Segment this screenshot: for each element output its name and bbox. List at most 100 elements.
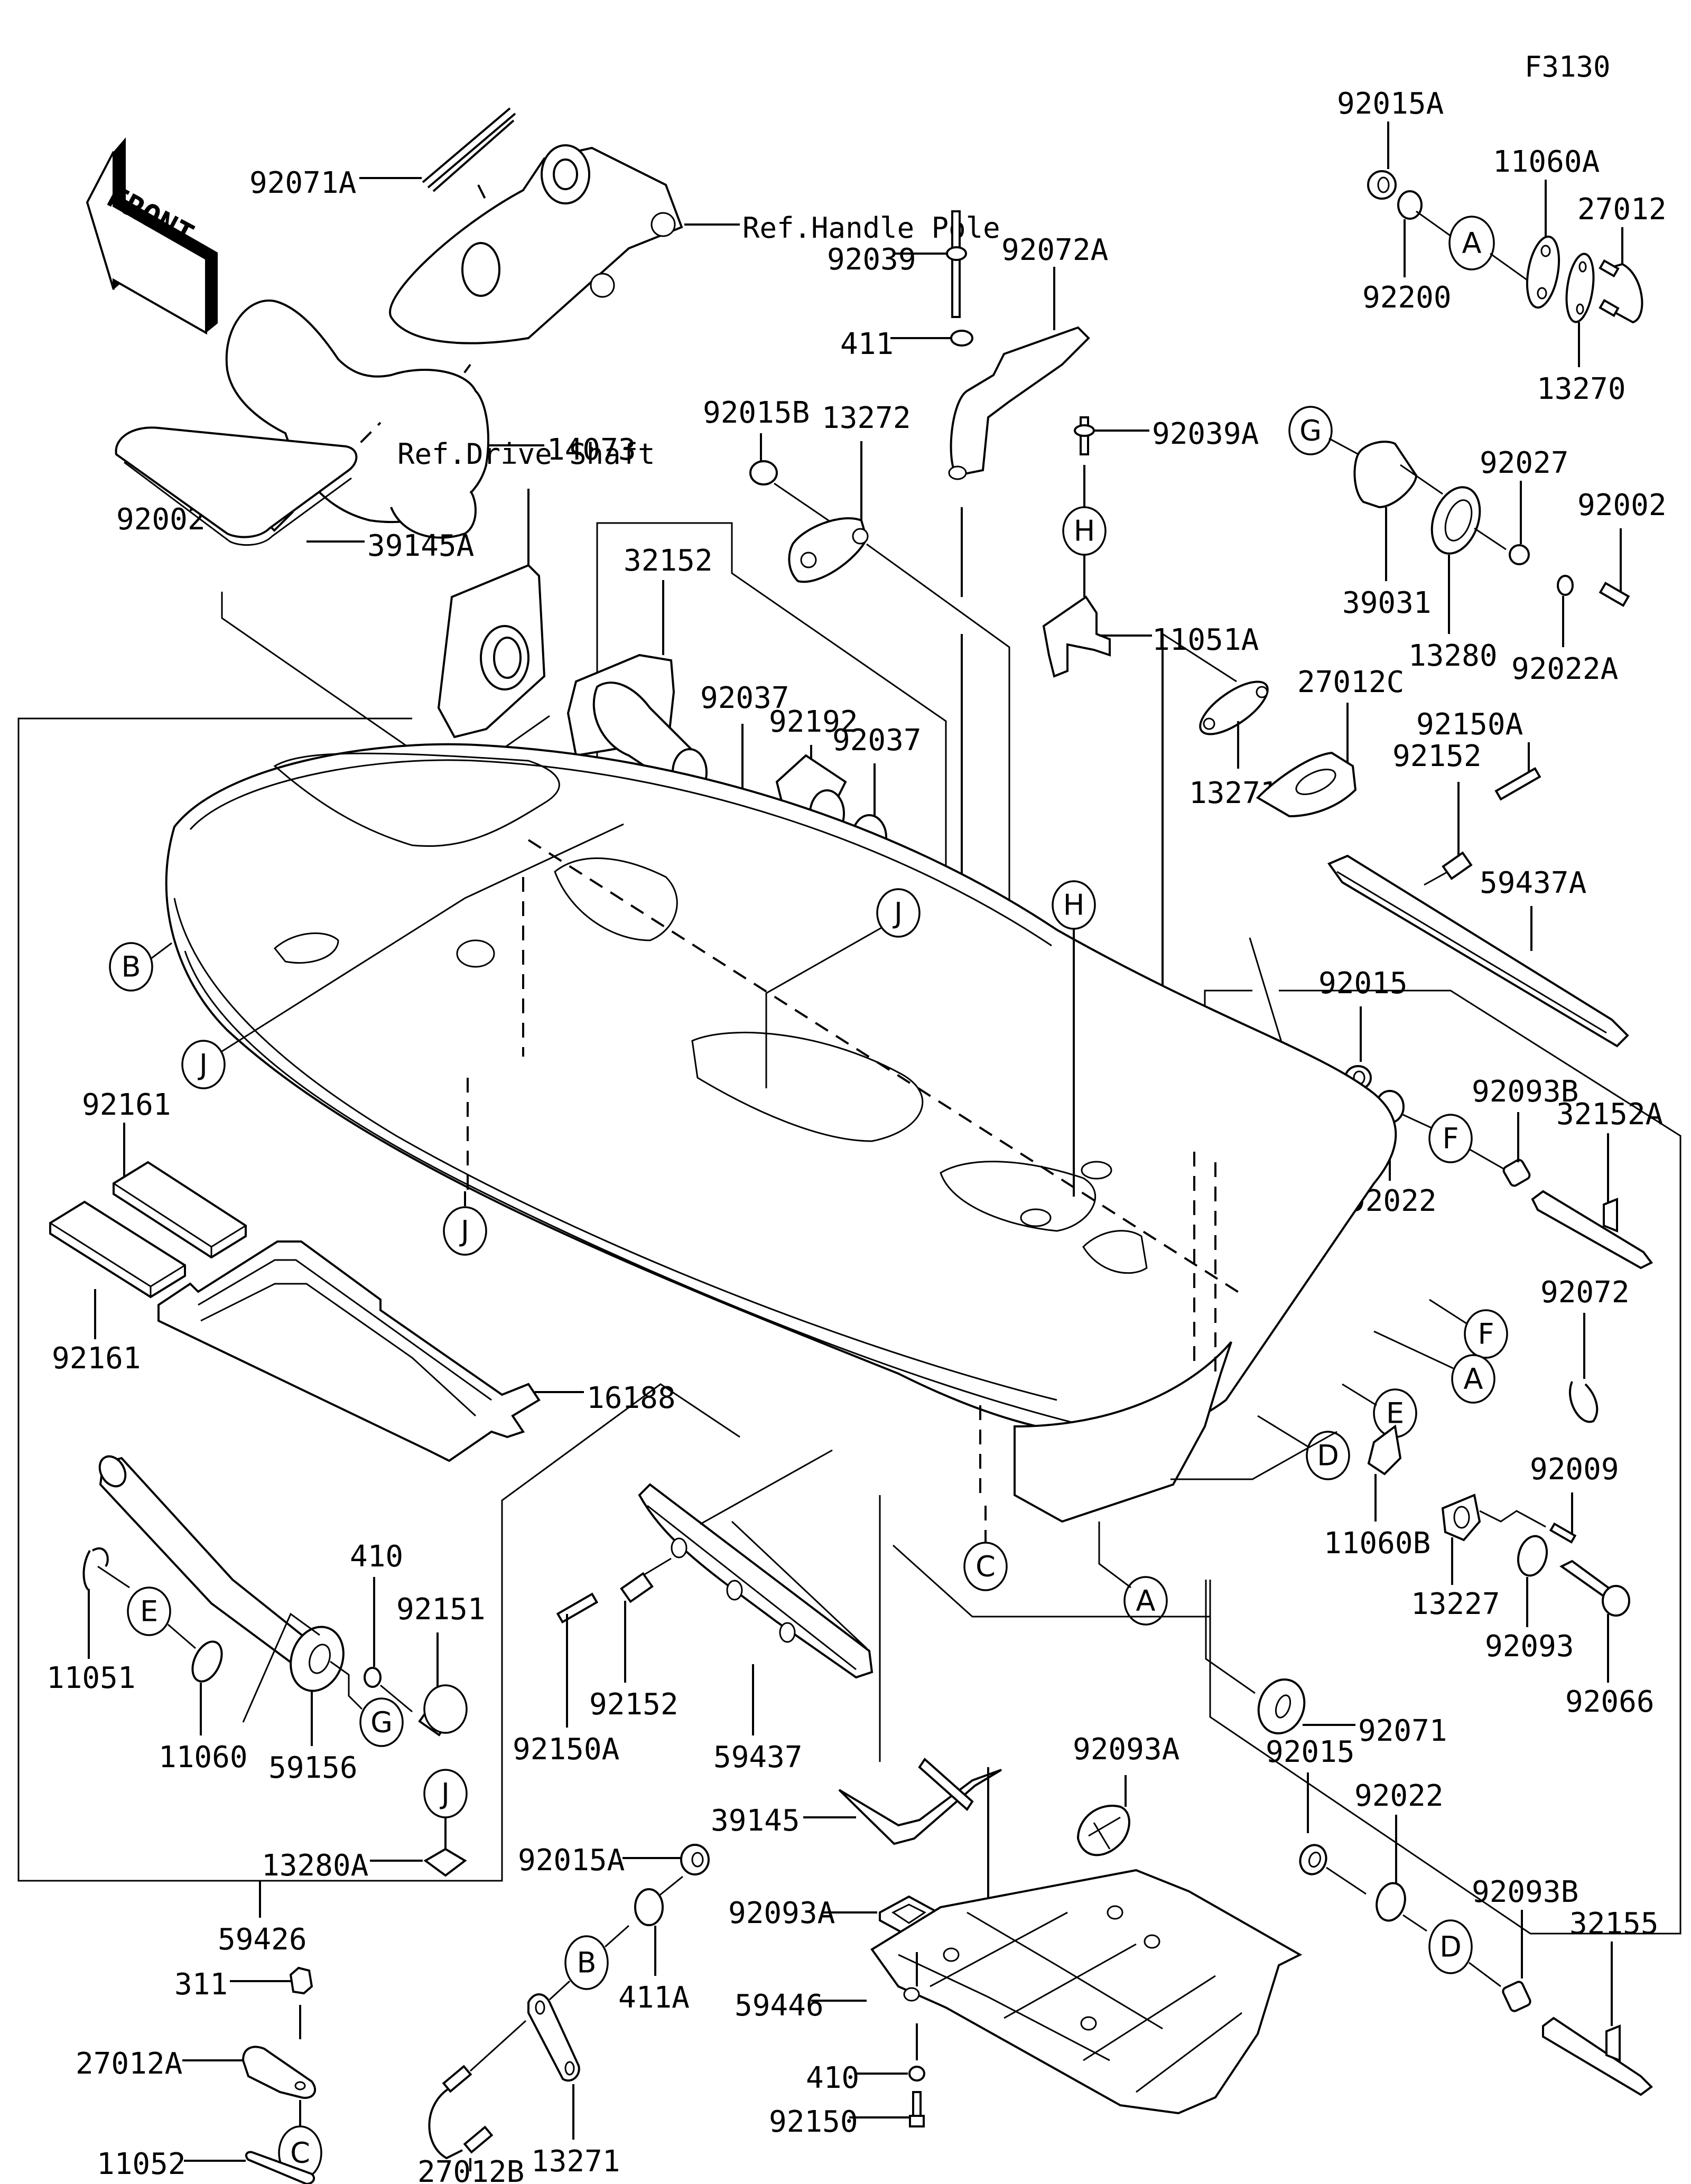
part-311-nut-icon [289, 1966, 313, 1995]
label-411A: 411A [618, 1981, 690, 2015]
label-92002-right: 92002 [1577, 488, 1667, 522]
label-92015-bottom: 92015 [1266, 1735, 1355, 1769]
callout-J-hull-mid: J [876, 888, 921, 938]
label-59437: 59437 [713, 1740, 803, 1775]
part-11060A-gasket-icon [1526, 235, 1560, 309]
label-92152-mid: 92152 [589, 1687, 679, 1722]
part-92071A-icon [422, 107, 516, 192]
label-92093B-bottom: 92093B [1472, 1875, 1578, 1909]
label-32152A: 32152A [1556, 1097, 1663, 1132]
label-311: 311 [174, 1967, 228, 2002]
part-13272-plate-icon [788, 517, 869, 583]
label-14073: 14073 [547, 433, 636, 467]
label-11051: 11051 [47, 1661, 136, 1695]
part-92066-bolt-icon [1559, 1560, 1630, 1617]
part-92093B-grommet-mid-icon [1502, 1159, 1531, 1187]
part-59446-skid-plate-icon [870, 1869, 1303, 2115]
callout-G-left: G [359, 1697, 404, 1747]
part-92093B-grommet-bottom-icon [1502, 1981, 1531, 2012]
label-59437A: 59437A [1480, 866, 1586, 900]
part-13280-ring-icon [1430, 486, 1481, 555]
part-11051A-bracket-icon [1042, 595, 1111, 678]
label-92150A-mid: 92150A [513, 1732, 619, 1767]
part-92200-washer-icon [1397, 190, 1423, 220]
part-13271A-plate-icon [1199, 680, 1269, 735]
label-92093: 92093 [1485, 1629, 1574, 1664]
callout-F-mid: F [1428, 1114, 1473, 1163]
part-11060-oring-icon [191, 1640, 223, 1683]
label-92150: 92150 [769, 2105, 858, 2139]
svg-text:J: J [440, 1777, 450, 1810]
part-92015A-nut-bottom-icon [680, 1844, 710, 1875]
part-92039-bolt-icon [946, 210, 967, 318]
part-92093A-grommet-b-icon [1076, 1805, 1130, 1856]
label-410-left: 410 [350, 1539, 403, 1574]
label-32155: 32155 [1569, 1907, 1659, 1941]
part-39031-cap-icon [1353, 441, 1418, 509]
label-13280: 13280 [1408, 639, 1498, 673]
part-13271-strap-icon [527, 1993, 580, 2082]
part-411-washer-icon [950, 330, 973, 347]
part-92150-bolt-icon [909, 2091, 925, 2127]
label-59156: 59156 [268, 1751, 358, 1785]
callout-J-bottom: J [423, 1769, 468, 1818]
part-410-washer-bottom-icon [908, 2066, 925, 2082]
label-27012C: 27012C [1297, 665, 1404, 699]
part-11051-clip-icon [82, 1547, 109, 1591]
svg-text:B: B [577, 1946, 596, 1980]
part-92150A-bolt-top-icon [1494, 767, 1541, 801]
callout-D-hull: D [1306, 1431, 1350, 1480]
part-92022A-washer-icon [1557, 575, 1574, 596]
callout-B-hull: B [109, 942, 153, 992]
part-92150A-bolt-mid-icon [556, 1592, 599, 1624]
part-92072-clamp-icon [1569, 1381, 1599, 1423]
label-92022-bottom: 92022 [1354, 1779, 1444, 1813]
callout-A-hull-bottom: A [1123, 1576, 1168, 1626]
label-27012: 27012 [1577, 192, 1667, 227]
label-39031: 39031 [1342, 586, 1432, 620]
handle-pole-assembly-icon [389, 144, 683, 413]
label-92037-b: 92037 [832, 723, 922, 758]
label-39145: 39145 [711, 1804, 800, 1838]
label-92071: 92071 [1358, 1714, 1447, 1748]
part-92072A-bracket-icon [948, 326, 1090, 480]
ref-drive-shaft: Ref.Drive Shaft [397, 437, 655, 471]
svg-text:C: C [975, 1550, 996, 1583]
callout-H-top: H [1062, 506, 1107, 556]
label-11060: 11060 [159, 1740, 248, 1775]
label-11051A: 11051A [1152, 623, 1259, 657]
part-14073-cover-icon [225, 299, 489, 539]
label-59446: 59446 [735, 1989, 824, 2023]
label-11052: 11052 [97, 2147, 186, 2181]
svg-text:A: A [1464, 1362, 1483, 1396]
part-59437A-rail-icon [1327, 854, 1629, 1048]
part-92015-nut-bottom-icon [1299, 1844, 1327, 1875]
svg-text:D: D [1439, 1930, 1462, 1964]
label-92152-top: 92152 [1392, 739, 1482, 773]
label-92015-mid: 92015 [1318, 966, 1408, 1001]
part-16188-tray-icon [157, 1240, 541, 1462]
part-13270-plate-icon [1565, 253, 1595, 323]
label-92093A-a: 92093A [728, 1896, 835, 1930]
svg-text:J: J [459, 1215, 469, 1248]
svg-text:H: H [1063, 889, 1085, 922]
label-92161-b: 92161 [52, 1341, 141, 1376]
label-13227: 13227 [1411, 1587, 1500, 1621]
label-27012B: 27012B [417, 2155, 524, 2184]
svg-text:A: A [1136, 1584, 1156, 1618]
svg-text:G: G [1299, 414, 1322, 447]
label-92071A: 92071A [249, 166, 356, 200]
svg-text:D: D [1317, 1439, 1339, 1472]
callout-J-hull-lower: J [443, 1206, 487, 1256]
label-92093A-b: 92093A [1073, 1732, 1179, 1767]
label-92037-a: 92037 [700, 681, 789, 715]
part-27012A-bracket-icon [241, 2046, 316, 2099]
callout-F-right: F [1464, 1309, 1508, 1359]
ref-handle-pole: Ref.Handle Pole [742, 211, 1000, 245]
label-59426: 59426 [218, 1922, 307, 1957]
part-92152-collar-mid-icon [620, 1572, 654, 1603]
label-27012A: 27012A [76, 2047, 182, 2081]
callout-A-top: A [1448, 216, 1495, 270]
label-92200: 92200 [1362, 281, 1452, 315]
